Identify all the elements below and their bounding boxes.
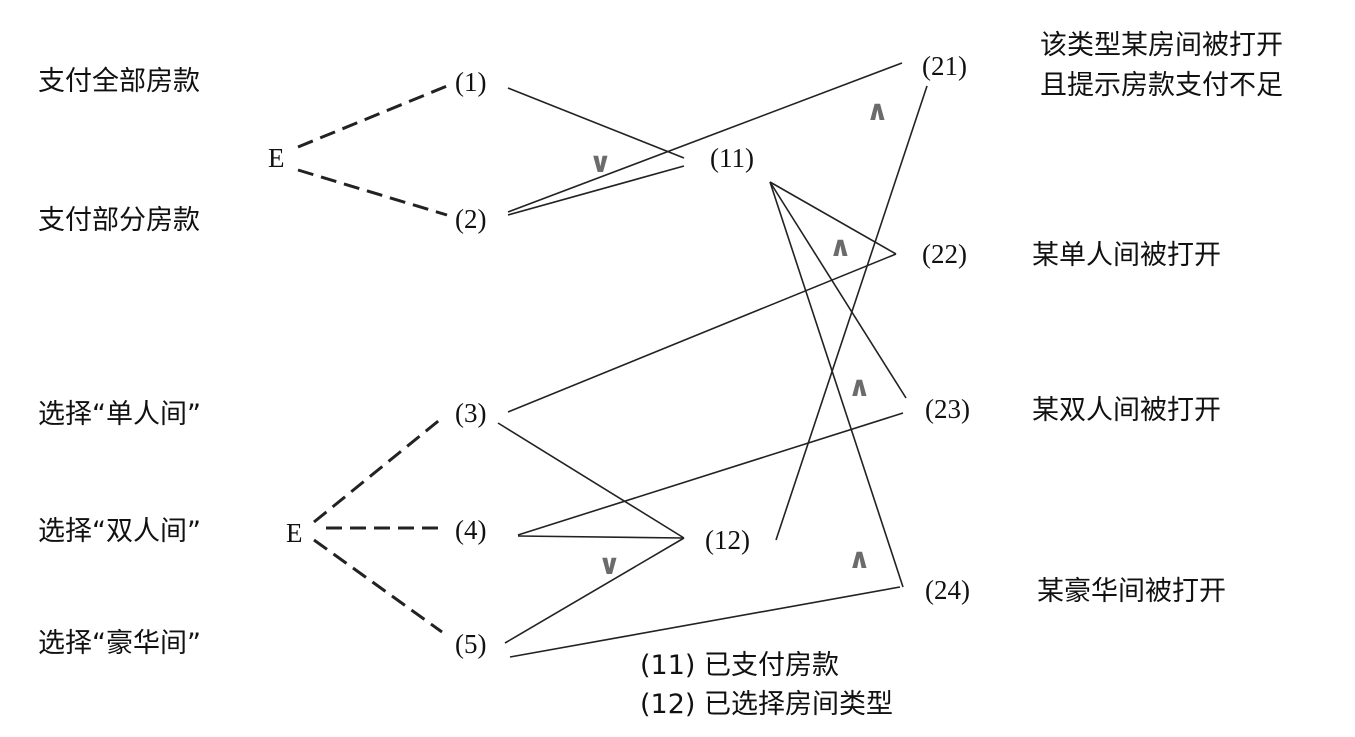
node-12: (12) — [705, 525, 750, 555]
or-symbol-12: ∨ — [598, 548, 621, 581]
and-symbol-24: ∧ — [848, 542, 871, 575]
node-3: (3) — [455, 398, 486, 428]
line-5-to-24 — [509, 586, 901, 658]
dashed-line-e-5 — [313, 538, 443, 634]
node-4: (4) — [455, 515, 486, 545]
line-1-to-11 — [507, 87, 685, 159]
line-4-to-12 — [517, 535, 685, 539]
line-3-to-22 — [507, 253, 897, 413]
node-21: (21) — [922, 51, 967, 81]
line-3-to-12 — [497, 422, 685, 539]
dashed-line-e-1 — [297, 84, 448, 149]
node-11: (11) — [710, 143, 754, 173]
effect-label-22: 某单人间被打开 — [1032, 240, 1221, 271]
cause-label-3: 选择“单人间” — [38, 399, 201, 430]
line-2-to-11 — [507, 165, 685, 216]
node-5: (5) — [455, 629, 486, 659]
line-12-to-21 — [775, 85, 928, 541]
line-4-to-23 — [517, 412, 904, 536]
and-symbol-23: ∧ — [848, 370, 871, 403]
or-symbol-11: ∨ — [589, 146, 612, 179]
line-11-to-24 — [769, 181, 904, 588]
node-1: (1) — [455, 67, 486, 97]
effect-label-23: 某双人间被打开 — [1032, 395, 1221, 426]
cause-label-4: 选择“双人间” — [38, 516, 201, 547]
dashed-line-e-3 — [313, 416, 443, 524]
node-23: (23) — [925, 394, 970, 424]
node-22: (22) — [922, 239, 967, 269]
node-24: (24) — [925, 575, 970, 605]
cause-label-1: 支付全部房款 — [38, 66, 200, 97]
line-5-to-12 — [504, 537, 685, 644]
cause-label-2: 支付部分房款 — [38, 205, 200, 236]
effect-label-24: 某豪华间被打开 — [1037, 576, 1226, 607]
cause-label-5: 选择“豪华间” — [38, 628, 201, 659]
node-2: (2) — [455, 204, 486, 234]
dashed-line-e-2 — [297, 168, 448, 217]
legend-line-12: (12) 已选择房间类型 — [640, 689, 893, 720]
effect-label-21-line2: 且提示房款支付不足 — [1040, 70, 1283, 101]
legend-line-11: (11) 已支付房款 — [640, 650, 839, 681]
and-symbol-22: ∧ — [829, 230, 852, 263]
constraint-e-bottom: E — [286, 518, 303, 548]
effect-label-21-line1: 该类型某房间被打开 — [1040, 30, 1283, 61]
constraint-e-top: E — [268, 143, 285, 173]
line-2-to-21 — [507, 62, 903, 213]
and-symbol-21: ∧ — [866, 94, 889, 127]
line-11-to-23 — [769, 181, 907, 399]
